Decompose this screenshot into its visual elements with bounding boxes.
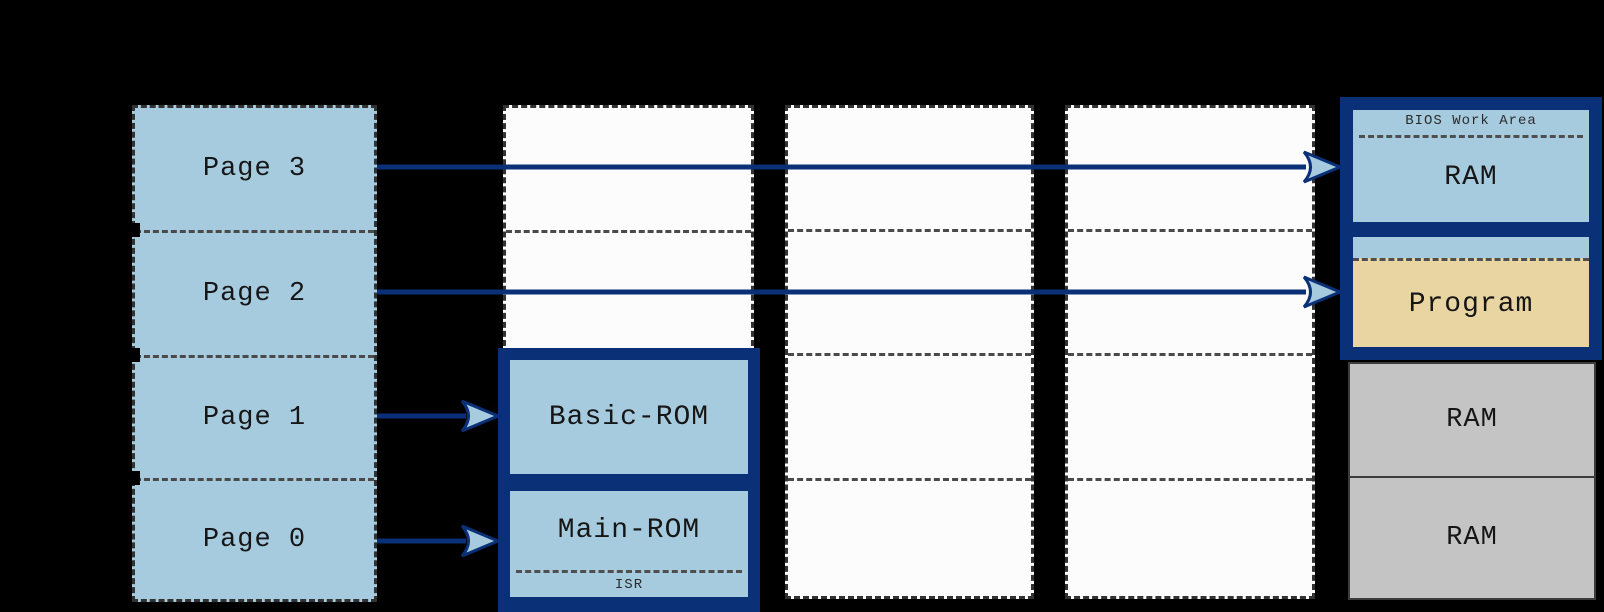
- arrow-page0-to-main-rom: [377, 524, 502, 558]
- page-divider: [135, 478, 374, 481]
- rom-container: Basic-ROM Main-ROM ISR: [498, 348, 760, 612]
- isr-label: ISR: [614, 577, 644, 593]
- page-divider: [506, 230, 751, 233]
- page-divider: [1068, 229, 1312, 232]
- bios-divider: [1359, 135, 1583, 138]
- page-divider: [135, 355, 374, 358]
- gray-ram-block-2: RAM: [1348, 476, 1596, 600]
- page-divider: [1068, 478, 1312, 481]
- slot-column-2: [785, 105, 1034, 599]
- program-block: Program: [1353, 237, 1589, 347]
- page-divider: [1068, 353, 1312, 356]
- bios-work-area-label: BIOS Work Area: [1405, 113, 1537, 129]
- main-rom-label: Main-ROM: [557, 515, 701, 546]
- isr-divider: [516, 570, 742, 573]
- page-divider: [788, 353, 1031, 356]
- arrow-page1-to-basic-rom: [377, 399, 502, 433]
- cpu-pages-column: Page 3 Page 2 Page 1 Page 0: [132, 105, 377, 602]
- boundary-tick: [124, 223, 140, 237]
- ram-label: RAM: [1444, 162, 1498, 193]
- gray-ram-label-1: RAM: [1446, 405, 1498, 435]
- page-2-label: Page 2: [202, 279, 307, 309]
- boundary-tick: [124, 471, 140, 485]
- bios-ram-block: BIOS Work Area RAM: [1353, 110, 1589, 222]
- program-label: Program: [1353, 258, 1589, 347]
- page-0-label: Page 0: [202, 525, 307, 555]
- page-1-label: Page 1: [202, 403, 307, 433]
- page-divider: [135, 230, 374, 233]
- main-rom-block: Main-ROM ISR: [510, 491, 748, 597]
- ram-program-container: BIOS Work Area RAM Program: [1340, 97, 1602, 360]
- page-3-label: Page 3: [202, 154, 307, 184]
- gray-ram-block-1: RAM: [1348, 362, 1596, 478]
- page-divider: [788, 478, 1031, 481]
- basic-rom-label: Basic-ROM: [548, 401, 710, 433]
- page-divider: [788, 229, 1031, 232]
- basic-rom-block: Basic-ROM: [510, 360, 748, 474]
- boundary-tick: [124, 348, 140, 362]
- slot-column-3: [1065, 105, 1315, 599]
- gray-ram-label-2: RAM: [1446, 523, 1498, 553]
